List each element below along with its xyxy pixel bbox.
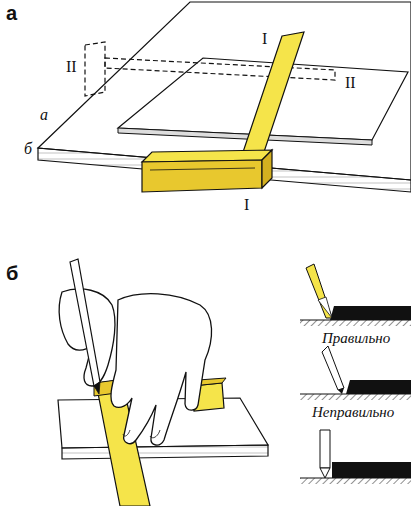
position-numeral: II [66,58,77,76]
square-section [330,306,411,320]
panel-letter: б [6,262,18,284]
square-blade-dashed [105,58,335,80]
ground-hatch [300,320,411,326]
board-b-front [62,445,268,459]
pencil-correct [306,264,332,318]
pencil [70,259,100,386]
pencil-vertical [320,430,330,468]
square-blade [240,32,304,161]
left-hand [111,294,212,445]
square-stock-dashed [85,42,105,96]
edge-letter: б [24,140,32,158]
position-numeral: I [262,30,267,48]
square-stock-side [262,150,272,188]
edge-letter: а [40,106,48,124]
pencil-wrong [322,346,344,390]
position-numeral: II [345,74,356,92]
caption-correct: Правильно [322,330,390,347]
panel-letter: а [6,2,17,24]
position-numeral: I [244,196,249,214]
square-stock-front [142,160,262,192]
board-front [38,148,411,192]
caption-wrong: Неправильно [312,404,394,421]
plate-edge [118,128,372,145]
